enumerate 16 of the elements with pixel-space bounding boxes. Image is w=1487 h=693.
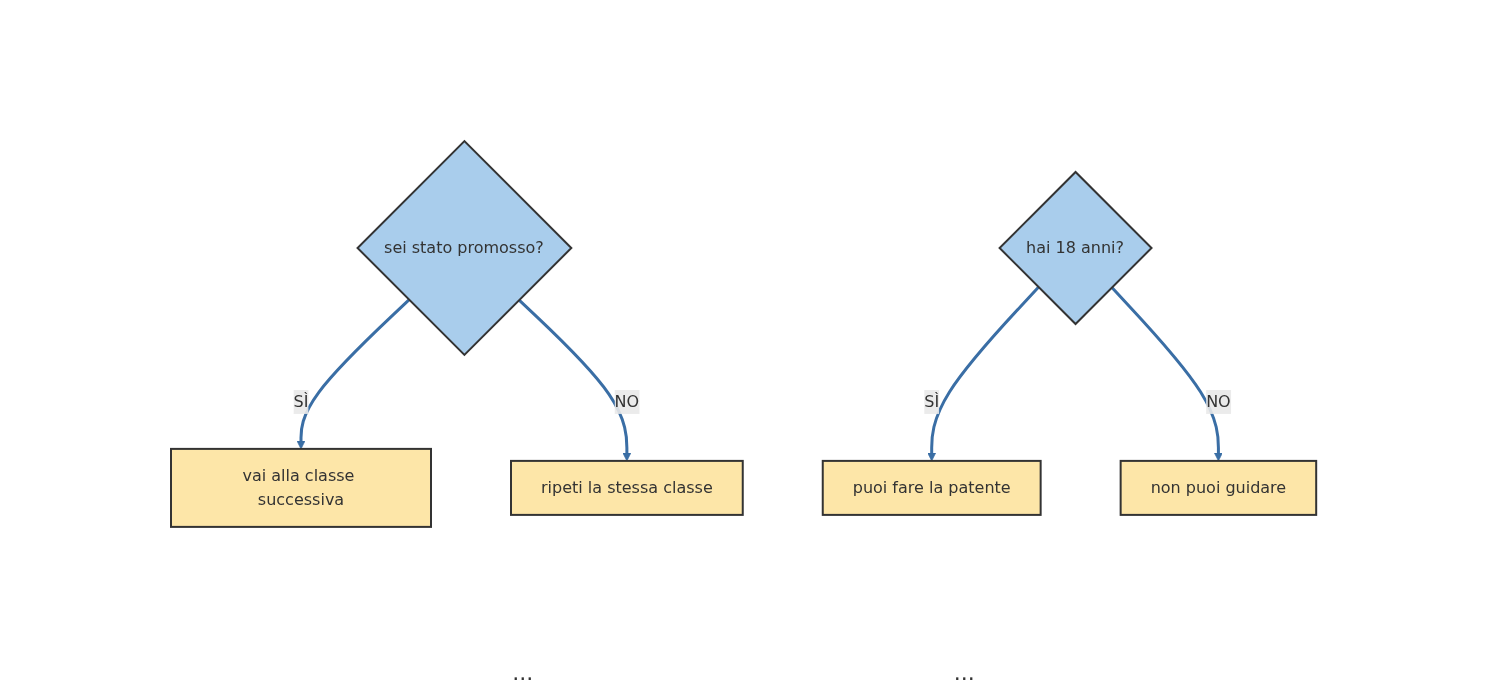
- edge-label: NO: [614, 391, 640, 411]
- node-box: puoi fare la patente: [821, 459, 1042, 516]
- edge-label: NO: [1206, 391, 1231, 411]
- arrow: [296, 298, 410, 450]
- node-box: vai alla classe successiva: [169, 447, 432, 528]
- node-box: ripeti la stessa classe: [509, 459, 744, 516]
- edge-label: SÌ: [924, 391, 940, 411]
- arrow: [1110, 286, 1223, 462]
- node-diamond: hai 18 anni?: [998, 170, 1153, 326]
- arrow: [927, 286, 1040, 462]
- ellipsis-note: ...: [953, 660, 975, 685]
- ellipsis-note: ...: [512, 660, 534, 685]
- node-box: non puoi guidare: [1119, 459, 1318, 516]
- arrow: [517, 298, 632, 462]
- edge-label: SÌ: [293, 391, 309, 411]
- node-diamond: sei stato promosso?: [356, 139, 573, 357]
